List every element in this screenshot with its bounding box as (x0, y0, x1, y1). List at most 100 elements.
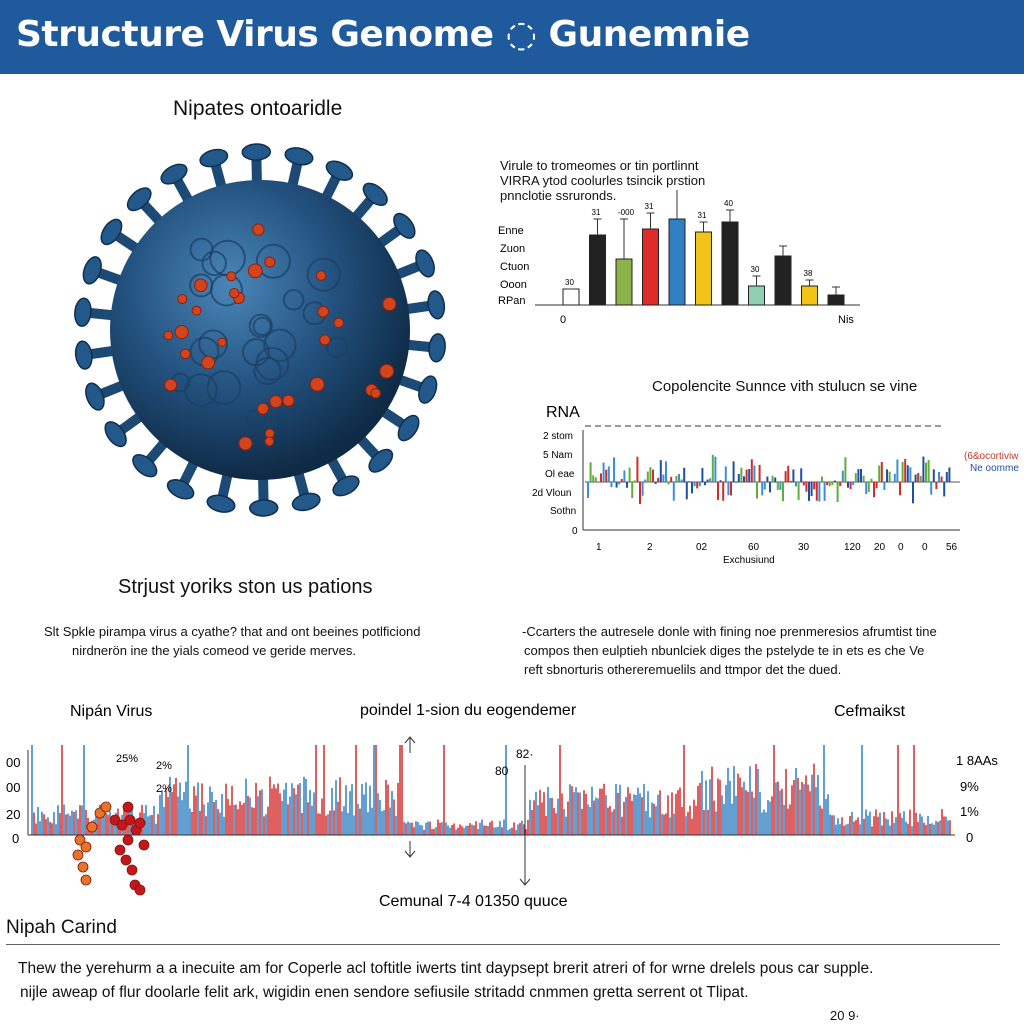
genome-annotation: 2% (156, 783, 172, 795)
virus-red-proteins (163, 223, 397, 451)
surface-crater (248, 313, 273, 338)
bar-chart: Enne Zuon Ctuon Ooon RPan 3031-000313431… (498, 190, 860, 326)
red-protein-dot (201, 355, 215, 370)
surface-crater (245, 409, 267, 430)
spike-head (206, 494, 236, 513)
surface-crater (184, 373, 218, 407)
header-bar: Structure Virus Genome ◌ Gunemnie (0, 0, 1024, 74)
bar (642, 228, 659, 306)
spike-head (325, 160, 354, 181)
bar-label: 31 (698, 211, 707, 220)
red-protein-dot (191, 305, 202, 316)
virus-illustration (74, 143, 446, 517)
genome-left-tick: 0 (12, 831, 19, 846)
surface-crater (263, 328, 297, 362)
bar-y-tick-label: RPan (498, 295, 526, 307)
spike-head (241, 143, 272, 161)
surface-crater (198, 329, 229, 360)
genome-dot (77, 861, 89, 873)
genome-dot (74, 834, 86, 846)
spike-head (82, 256, 102, 285)
spike-head (284, 147, 314, 166)
bar-y-tick-label: Enne (498, 225, 524, 237)
rna-y-tick: 5 Nam (543, 450, 572, 461)
bar-label: 31 (645, 202, 654, 211)
right-line: compos then eulptieh nbunlciek diges the… (524, 643, 925, 658)
rna-y-tick: Sothn (550, 506, 576, 517)
rna-x-tick: 56 (946, 542, 958, 553)
spike-head (368, 448, 394, 473)
bar-label: 30 (565, 278, 574, 287)
genome-dot (134, 817, 146, 829)
genome-bottom-label: Cemunal 7-4 01350 quuce (379, 893, 568, 910)
bar (589, 234, 606, 306)
red-protein-dot (379, 363, 395, 379)
genome-dot (134, 884, 146, 896)
down-arrow-icon (519, 871, 531, 886)
bar-x-start-label: 0 (560, 314, 566, 326)
genome-right-tick: 0 (966, 830, 973, 845)
red-protein-dot (370, 388, 381, 399)
red-protein-dot (177, 294, 188, 305)
rna-x-tick: 1 (596, 542, 602, 553)
spike-head (428, 333, 446, 363)
spike-head (126, 187, 152, 212)
genome-annotation: 25% (116, 753, 138, 765)
footer-line: Thew the yerehurm a a inecuite am for Co… (18, 960, 874, 977)
bar-label: 40 (724, 199, 733, 208)
red-protein-dot (315, 270, 327, 281)
surface-crater (201, 250, 227, 277)
rna-y-tick: Ol eae (545, 469, 575, 480)
red-protein-dot (264, 436, 275, 447)
surface-crater (253, 356, 282, 385)
rna-y-tick: 2d Vloun (532, 488, 571, 499)
genome-annotation: 80 (495, 764, 509, 778)
red-protein-dot (247, 263, 263, 279)
rna-x-label: Exchusiund (723, 555, 775, 566)
spike-head (248, 499, 279, 517)
red-protein-dot (252, 223, 265, 236)
spike-head (427, 290, 446, 320)
virus-body (110, 180, 410, 480)
bar (562, 288, 580, 306)
bar (695, 231, 712, 306)
red-protein-dot (269, 394, 283, 409)
virus-title: Nipates ontoaridle (173, 97, 343, 120)
genome-dot (122, 801, 134, 813)
rna-legend-item: (6&ocortiviw (964, 451, 1019, 462)
bar (748, 285, 765, 306)
red-protein-dot (309, 376, 325, 392)
rna-chart: RNA 2 stom 5 Nam Ol eae 2d Vloun Sothn 0… (532, 404, 1019, 566)
spike-head (132, 453, 158, 478)
rna-x-tick: 0 (922, 542, 928, 553)
red-protein-dot (382, 296, 397, 312)
bar-chart-description: Virule to tromeomes or tin portlinnt VIR… (500, 158, 705, 203)
surface-crater (282, 289, 305, 311)
red-protein-dot (256, 402, 269, 415)
spike-head (291, 492, 321, 512)
red-protein-dot (194, 278, 208, 293)
genome-left-tick: 00 (6, 780, 20, 795)
spike-head (104, 421, 127, 448)
surface-crater (326, 336, 348, 358)
rna-y-tick: 0 (572, 526, 578, 537)
spike-head (393, 212, 416, 239)
rna-y-tick: 2 stom (543, 431, 573, 442)
spike-head (199, 148, 229, 168)
bar (721, 221, 739, 306)
genome-annotation: 2% (156, 760, 172, 772)
rna-x-tick: 120 (844, 542, 861, 553)
rna-x-tick: 30 (798, 542, 810, 553)
genome-dot (80, 841, 92, 853)
structure-title: Strjust yoriks ston us pations (118, 576, 373, 598)
spike-head (415, 249, 435, 278)
surface-crater (306, 257, 341, 292)
footer-title: Nipah Carind (6, 917, 117, 938)
spike-head (100, 218, 123, 246)
bar-x-end-label: Nis (838, 314, 854, 326)
virus-surface-texture (170, 237, 348, 430)
bar-y-tick-label: Zuon (500, 243, 525, 255)
genome-dot (80, 874, 92, 886)
down-arrow-icon (404, 841, 416, 858)
footer-divider (6, 944, 1000, 945)
